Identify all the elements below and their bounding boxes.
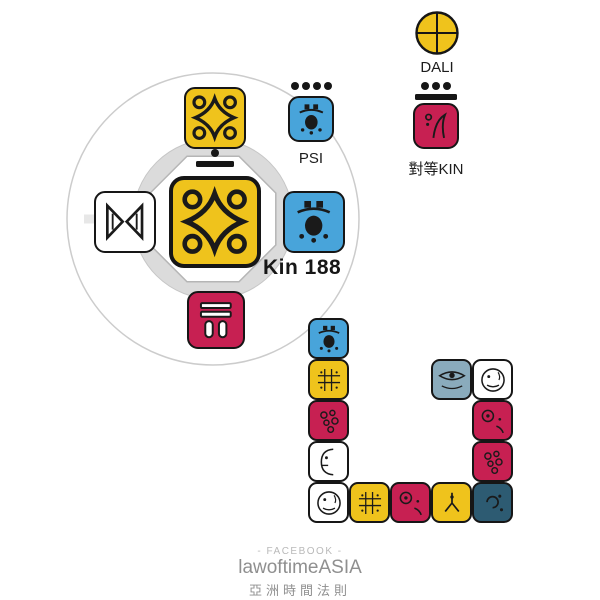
equivalent-seal-tile [413,103,459,149]
path-tile-moon [390,482,431,523]
guide-seal-tile [184,87,246,149]
path-tile-berries [472,441,513,482]
footer-facebook-text: - FACEBOOK - [257,546,343,557]
footer-site-name: lawoftimeASIA [238,557,362,578]
footer-chinese-name: 亞洲時間法則 [248,583,351,598]
psi-tone-symbol [289,82,333,90]
path-tile-profile [308,441,349,482]
path-tile-monkey [308,318,349,359]
psi-label: PSI [298,150,324,167]
path-tile-seed [431,482,472,523]
path-tile-storm [472,482,513,523]
equivalent-kin-label: 對等KIN [408,161,464,178]
tone-rhythmic-symbol [196,149,234,167]
kin-label: Kin 188 [263,256,342,279]
dali-label: DALI [420,59,454,76]
destiny-seal-tile [169,176,261,268]
path-tile-checker [308,359,349,400]
path-tile-wind [308,482,349,523]
path-tile-checker [349,482,390,523]
wavespell-path [308,318,514,524]
path-tile-moon [472,400,513,441]
occult-seal-tile [94,191,156,253]
psi-seal-tile [288,96,334,142]
dali-plasma-icon [415,11,459,55]
equivalent-tone-symbol [415,82,457,100]
antipode-seal-tile [187,291,245,349]
path-tile-berries [308,400,349,441]
path-tile-eye [431,359,472,400]
analog-seal-tile [283,191,345,253]
path-tile-wind [472,359,513,400]
